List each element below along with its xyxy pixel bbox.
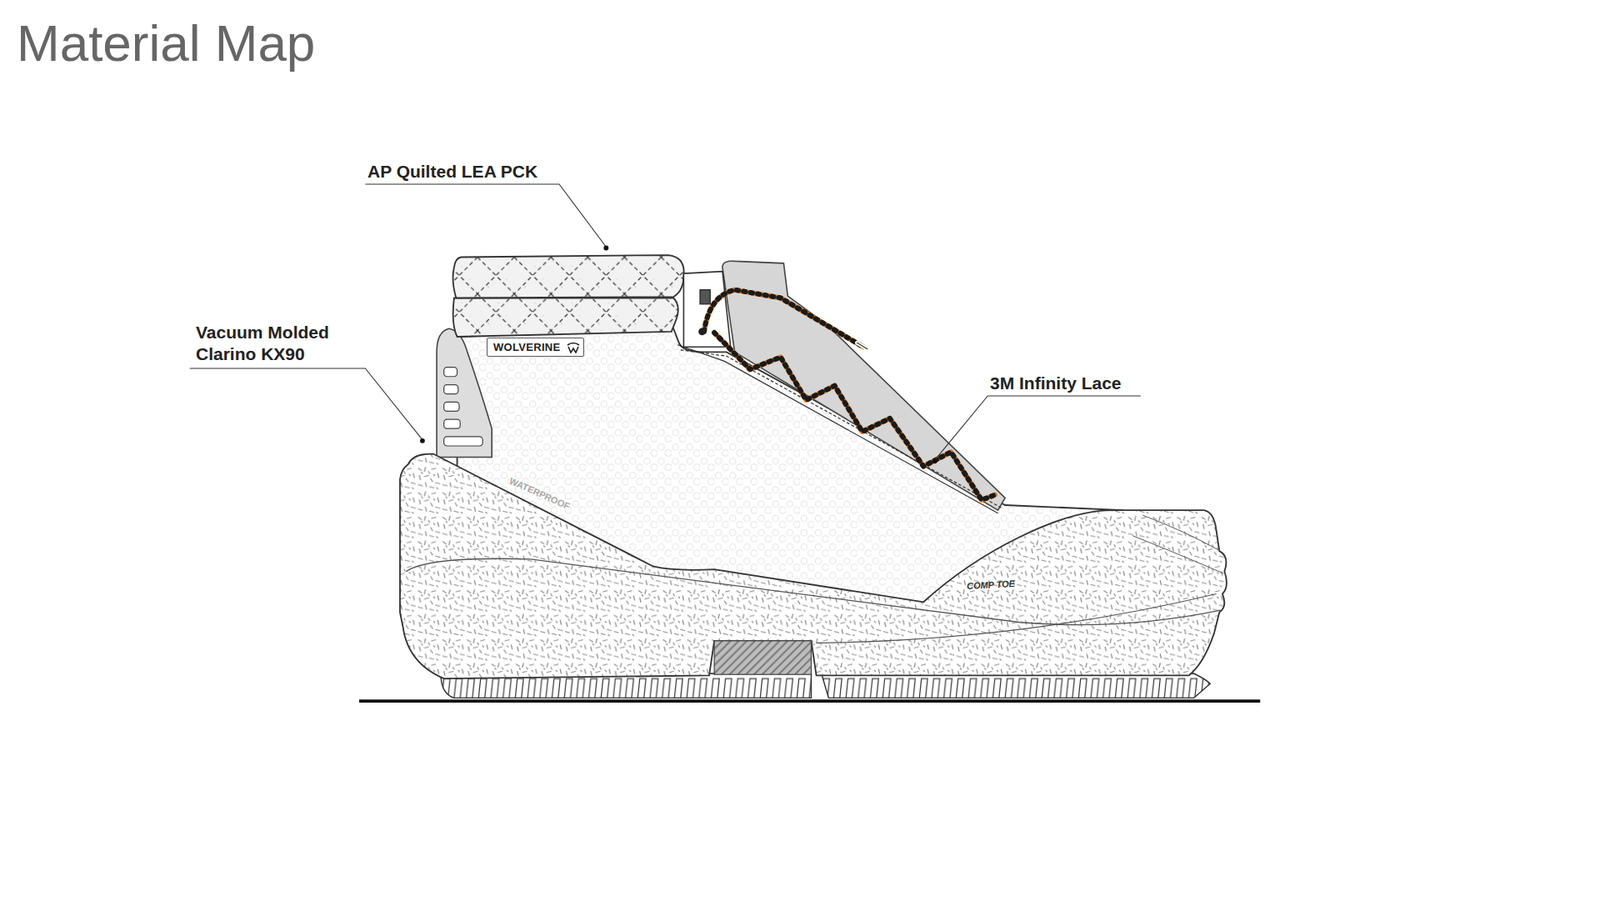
brand-tag: WOLVERINE — [486, 337, 585, 357]
brand-name: WOLVERINE — [493, 340, 560, 354]
page-title: Material Map — [16, 13, 315, 73]
material-callout: 3M Infinity Lace — [990, 372, 1122, 395]
brand-logo — [565, 341, 581, 354]
material-callout: Vacuum Molded Clarino KX90 — [195, 321, 375, 365]
material-callout: AP Quilted LEA PCK — [367, 160, 538, 183]
